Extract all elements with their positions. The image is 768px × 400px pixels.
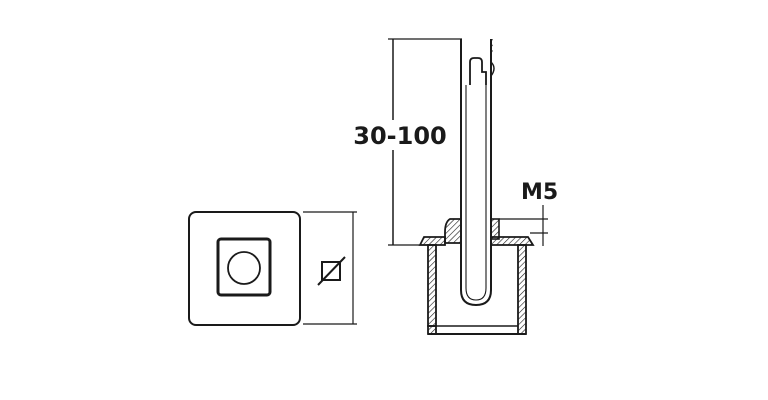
top-view-bore [227, 251, 261, 285]
cup-left-wall [427, 244, 437, 327]
top-view [188, 211, 357, 326]
collar-left [444, 218, 462, 244]
height-label-bg [352, 120, 448, 150]
square-profile-symbol-icon [317, 256, 346, 286]
height-range-label: 30-100 [353, 122, 446, 150]
pin-slot [469, 57, 487, 85]
grub-screw [490, 218, 500, 240]
top-view-square-post [216, 237, 272, 297]
cup-bottom [427, 325, 437, 335]
pin-bottom-inner [465, 287, 487, 301]
pin-body [460, 39, 492, 307]
side-view: 30-100 M5 [352, 38, 558, 335]
thread-label: M5 [521, 180, 558, 205]
cup-right-wall [517, 244, 527, 335]
pin-slot-notch [490, 61, 495, 77]
top-view-plate [188, 211, 301, 326]
